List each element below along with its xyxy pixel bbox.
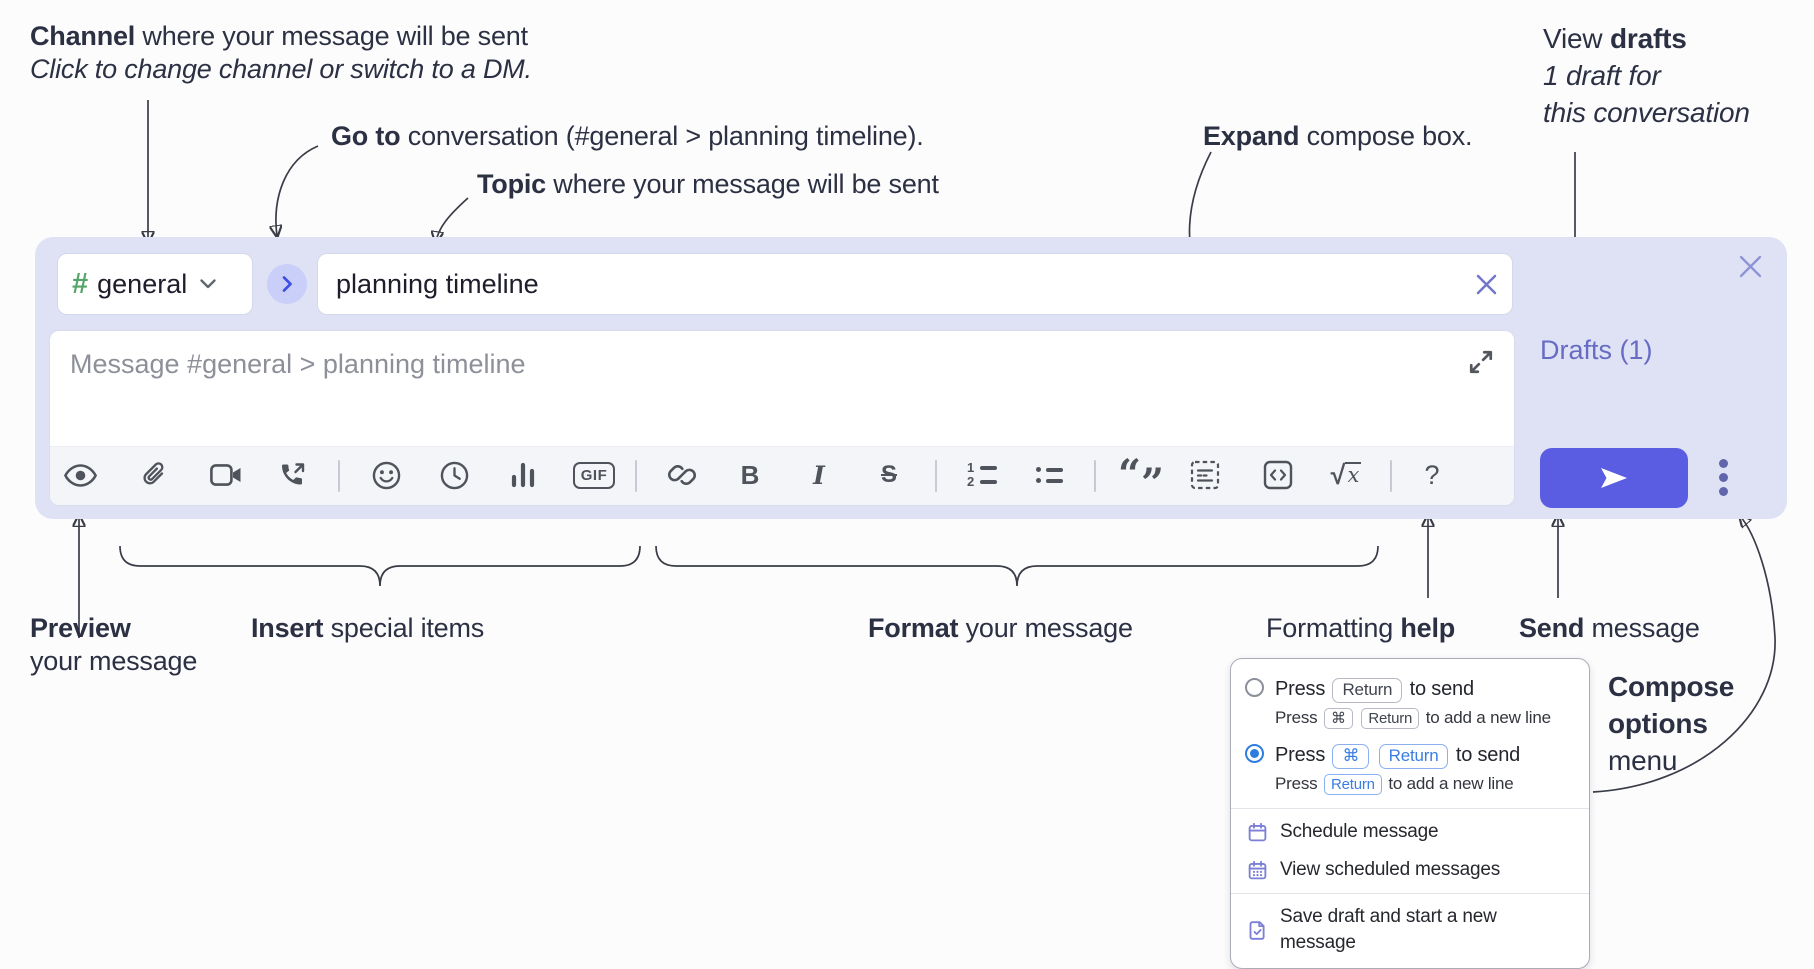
ordered-list-icon[interactable]: 1 2 — [962, 455, 1002, 495]
blockquote-icon[interactable]: “ ” — [1117, 451, 1165, 507]
preview-eye-icon[interactable] — [60, 455, 100, 495]
radio-unselected[interactable] — [1245, 678, 1264, 697]
strikethrough-icon[interactable]: S — [880, 461, 897, 488]
return-key: Return — [1324, 774, 1382, 795]
drafts-link[interactable]: Drafts (1) — [1540, 335, 1653, 365]
annotation-go-to: Go to conversation (#general > planning … — [331, 121, 924, 151]
dot — [1719, 487, 1728, 496]
italic-icon[interactable]: I — [813, 460, 825, 490]
bold-icon[interactable]: B — [740, 459, 760, 490]
clear-topic-button[interactable] — [1460, 254, 1512, 314]
message-input[interactable] — [58, 337, 1412, 461]
brace-format — [655, 545, 1379, 587]
formatting-help-icon[interactable]: ? — [1424, 459, 1440, 490]
menu-divider — [1231, 808, 1589, 809]
channel-hash-icon: # — [72, 267, 89, 300]
send-option-cmd-return[interactable]: Press ⌘ Return to send Press Return to a… — [1231, 738, 1589, 804]
audio-call-icon[interactable] — [272, 455, 312, 495]
compose-box: # general — [35, 237, 1787, 519]
topic-input[interactable] — [318, 268, 1460, 300]
send-button[interactable] — [1540, 448, 1688, 508]
calendar-grid-icon — [1247, 860, 1268, 881]
recents-clock-icon[interactable] — [434, 455, 474, 495]
annotation-format: Format your message — [868, 613, 1133, 643]
clear-x-icon — [1476, 274, 1496, 294]
save-draft-item[interactable]: Save draft and start a new message — [1231, 898, 1589, 968]
bulleted-list-icon[interactable] — [1029, 455, 1069, 495]
toolbar-divider — [935, 460, 937, 492]
compose-options-menu: Press Return to send Press ⌘ Return to a… — [1230, 658, 1590, 969]
attach-paperclip-icon[interactable] — [134, 455, 174, 495]
toolbar-divider — [338, 460, 340, 492]
slack-compose-annotated-figure: { "colors": { "compose_bg": "#dfe2f4", "… — [0, 0, 1814, 944]
go-to-conversation-button[interactable] — [267, 264, 307, 304]
annotation-view-drafts: View drafts 1 draft for this conversatio… — [1543, 23, 1750, 128]
schedule-message-item[interactable]: Schedule message — [1231, 813, 1589, 851]
channel-selector[interactable]: # general — [57, 253, 253, 315]
send-option-return[interactable]: Press Return to send Press ⌘ Return to a… — [1231, 672, 1589, 738]
paper-plane-icon — [1601, 468, 1627, 488]
menu-divider — [1231, 893, 1589, 894]
view-scheduled-messages-item[interactable]: View scheduled messages — [1231, 851, 1589, 889]
annotation-expand: Expand compose box. — [1203, 121, 1473, 151]
annotation-formatting-help: Formatting help — [1266, 613, 1456, 643]
cmd-key: ⌘ — [1324, 708, 1353, 729]
toolbar-divider — [1094, 460, 1096, 492]
radio-selected[interactable] — [1245, 744, 1264, 763]
code-block-icon[interactable] — [1185, 455, 1225, 495]
toolbar-divider — [635, 460, 637, 492]
compose-options-button[interactable] — [1719, 459, 1728, 496]
annotation-topic: Topic where your message will be sent — [477, 169, 939, 199]
link-icon[interactable] — [662, 455, 702, 495]
message-area: GIF B I S 1 2 — [49, 330, 1515, 506]
return-key: Return — [1361, 708, 1420, 729]
close-compose-button[interactable] — [1735, 251, 1765, 281]
poll-bar-chart-icon[interactable] — [503, 455, 543, 495]
calendar-icon — [1247, 822, 1268, 843]
chevron-down-icon — [200, 279, 216, 289]
expand-diagonal-icon — [1469, 350, 1493, 374]
dot — [1719, 459, 1728, 468]
code-icon[interactable] — [1258, 455, 1298, 495]
channel-name: general — [97, 268, 188, 299]
annotation-channel: Channel where your message will be sent … — [30, 21, 532, 84]
formula-icon[interactable]: √x — [1330, 459, 1362, 490]
annotation-preview: Preview your message — [30, 613, 198, 676]
annotation-compose-options: Compose options menu — [1608, 671, 1735, 776]
expand-compose-button[interactable] — [1464, 345, 1498, 379]
cmd-key: ⌘ — [1332, 744, 1370, 769]
toolbar-divider — [1390, 460, 1392, 492]
emoji-icon[interactable] — [366, 455, 406, 495]
dot — [1719, 473, 1728, 482]
arrow-topic — [436, 197, 469, 242]
topic-field — [317, 253, 1513, 315]
close-x-icon — [1739, 255, 1761, 277]
return-key: Return — [1332, 678, 1403, 703]
chevron-right-icon — [282, 276, 292, 292]
return-key: Return — [1378, 744, 1449, 769]
gif-icon[interactable]: GIF — [571, 455, 617, 495]
arrow-goto — [276, 145, 319, 236]
annotation-send: Send message — [1519, 613, 1700, 643]
formatting-toolbar: GIF B I S 1 2 — [50, 446, 1514, 505]
annotation-insert: Insert special items — [251, 613, 485, 643]
brace-insert — [119, 545, 641, 587]
video-icon[interactable] — [206, 455, 246, 495]
draft-check-icon — [1247, 920, 1268, 941]
